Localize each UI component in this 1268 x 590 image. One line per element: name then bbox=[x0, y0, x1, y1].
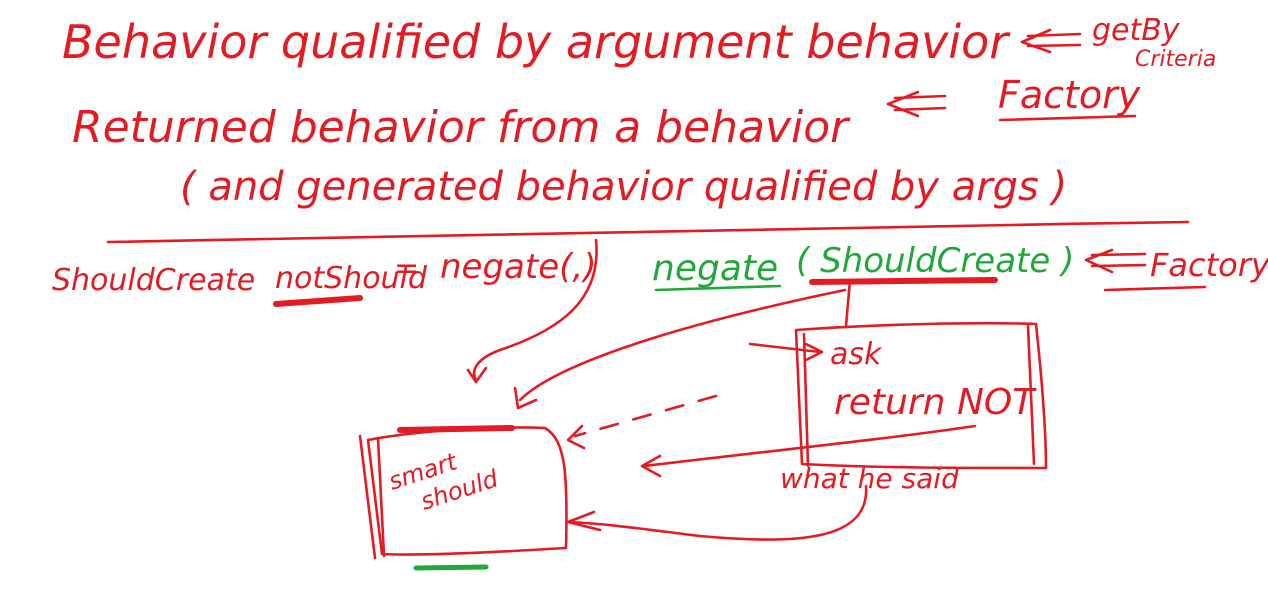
arrow-left-icon bbox=[886, 90, 947, 118]
arrow-left-icon bbox=[1084, 248, 1147, 274]
note-line-4-variable: notShould bbox=[275, 261, 428, 296]
arrow-factory-to-left-box bbox=[518, 288, 847, 402]
arrow-left-icon bbox=[1020, 28, 1082, 54]
arrowhead-icon bbox=[466, 366, 488, 384]
arrowhead-icon bbox=[566, 510, 602, 532]
left-box bbox=[358, 425, 568, 560]
arrow-caption-to-left-box bbox=[568, 484, 868, 541]
note-line-1-tag: getBy bbox=[1092, 13, 1181, 48]
note-line-1-tag-sub: Criteria bbox=[1135, 47, 1216, 72]
note-line-3: ( and generated behavior qualified by ar… bbox=[180, 164, 1067, 210]
right-box-label-1: ask bbox=[830, 337, 883, 372]
arrow-into-right-box bbox=[748, 342, 822, 354]
negate-underline bbox=[654, 284, 782, 292]
arrow-return bbox=[643, 424, 977, 468]
arrowhead-icon bbox=[640, 454, 662, 478]
arrow-call-to-left bbox=[472, 238, 598, 382]
note-line-4-green-arg: ( ShouldCreate ) bbox=[796, 241, 1074, 281]
note-line-2: Returned behavior from a behavior bbox=[72, 102, 851, 153]
argument-underline bbox=[809, 277, 998, 285]
note-line-4-subject: ShouldCreate bbox=[52, 263, 255, 298]
arrowhead-icon bbox=[804, 342, 824, 362]
arrowhead-icon bbox=[513, 386, 538, 410]
note-line-2-tag: Factory bbox=[998, 73, 1141, 117]
note-line-4-tag: Factory bbox=[1150, 246, 1268, 284]
note-line-4-call: negate(,) bbox=[440, 247, 596, 287]
note-line-4-green-call: negate bbox=[652, 248, 778, 289]
right-box-label-2: return NOT bbox=[834, 382, 1037, 423]
variable-underline bbox=[273, 295, 363, 307]
right-box-caption: what he said bbox=[780, 462, 959, 495]
note-line-1: Behavior qualified by argument behavior bbox=[62, 15, 1011, 69]
left-box-underline bbox=[413, 564, 489, 571]
arrow-arg-to-right-box bbox=[844, 278, 852, 328]
separator-line bbox=[106, 220, 1190, 244]
right-box bbox=[794, 321, 1048, 470]
arrowhead-icon bbox=[566, 424, 586, 450]
factory-underline-2 bbox=[1103, 285, 1207, 292]
factory-underline bbox=[998, 114, 1137, 122]
note-line-4-equals: = bbox=[394, 251, 419, 286]
dashed-arrow bbox=[573, 394, 718, 438]
